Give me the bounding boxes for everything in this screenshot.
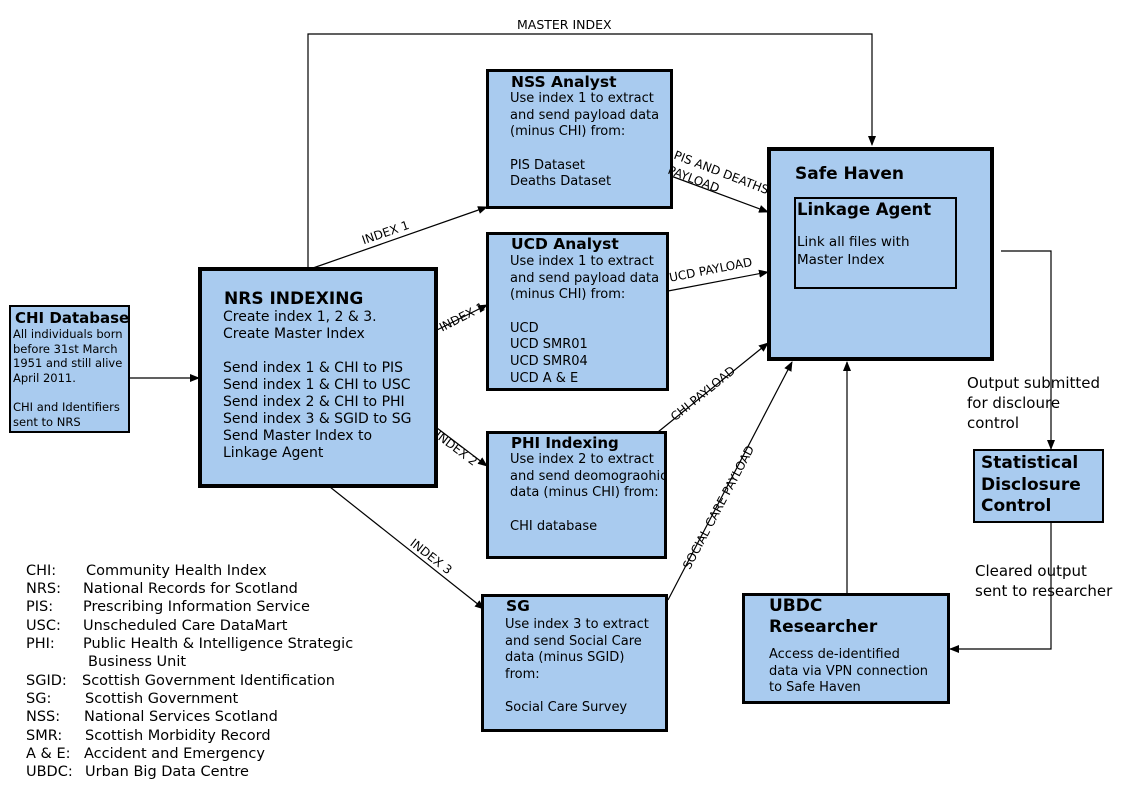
safe-haven-title: Safe Haven <box>795 164 904 184</box>
ubdc-researcher-text: Access de-identified data via VPN connec… <box>769 647 929 696</box>
sdc-title: Statistical Disclosure Control <box>981 453 1081 516</box>
sg-box: SG Use index 3 to extract and send Socia… <box>481 594 668 732</box>
glossary-row: A & E:Accident and Emergency <box>26 746 265 762</box>
ubdc-researcher-title: UBDC Researcher <box>769 596 878 637</box>
glossary-row: PIS:Prescribing Information Service <box>26 599 310 615</box>
chi-database-text: All individuals born before 31st March 1… <box>13 327 123 429</box>
linkage-agent-title: Linkage Agent <box>797 200 932 219</box>
arrow-index3-sg <box>329 486 485 610</box>
safe-haven-box: Safe Haven Linkage Agent Link all files … <box>767 147 994 361</box>
phi-indexing-text: Use index 2 to extract and send deomogra… <box>510 452 668 534</box>
chi-database-title: CHI Database <box>15 309 130 327</box>
glossary-row: NRS:National Records for Scotland <box>26 581 298 597</box>
social-care-payload-label: SOCIAL CARE PAYLOAD <box>680 443 758 572</box>
ucd-analyst-title: UCD Analyst <box>511 235 619 253</box>
sg-text: Use index 3 to extract and send Social C… <box>505 617 649 716</box>
glossary-row: USC:Unscheduled Care DataMart <box>26 618 288 634</box>
nrs-indexing-text: Create index 1, 2 & 3. Create Master Ind… <box>223 309 412 461</box>
linkage-agent-box: Linkage Agent Link all files with Master… <box>794 197 957 289</box>
linkage-agent-text: Link all files with Master Index <box>797 234 910 268</box>
cleared-output-note: Cleared output sent to researcher <box>975 562 1113 600</box>
output-submitted-note: Output submitted for discloure control <box>967 374 1101 432</box>
ubdc-researcher-box: UBDC Researcher Access de-identified dat… <box>742 593 950 704</box>
glossary-row: PHI:Public Health & Intelligence Strateg… <box>26 636 354 652</box>
ucd-analyst-text: Use index 1 to extract and send payload … <box>510 254 660 386</box>
sdc-box: Statistical Disclosure Control <box>973 449 1104 523</box>
glossary-row: SMR:Scottish Morbidity Record <box>26 728 271 744</box>
index1-nss-label: INDEX 1 <box>360 218 411 248</box>
nrs-indexing-title: NRS INDEXING <box>224 289 364 309</box>
index1-ucd-label: INDEX 1 <box>437 299 488 335</box>
glossary-row: CHI:Community Health Index <box>26 563 267 579</box>
master-index-label: MASTER INDEX <box>517 17 612 32</box>
ucd-payload-label: UCD PAYLOAD <box>668 254 754 285</box>
arrow-index1-nss <box>312 206 488 269</box>
glossary-row: SG:Scottish Government <box>26 691 239 707</box>
nss-analyst-box: NSS Analyst Use index 1 to extract and s… <box>486 69 673 209</box>
ucd-analyst-box: UCD Analyst Use index 1 to extract and s… <box>486 232 669 391</box>
sg-title: SG <box>506 597 530 615</box>
glossary-row: SGID:Scottish Government Identification <box>26 673 335 689</box>
index2-label: INDEX 2 <box>432 428 481 469</box>
chi-payload-label: CHI PAYLOAD <box>668 363 739 424</box>
phi-indexing-title: PHI Indexing <box>511 434 619 452</box>
phi-indexing-box: PHI Indexing Use index 2 to extract and … <box>486 431 667 559</box>
glossary-row: NSS:National Services Scotland <box>26 709 278 725</box>
nss-analyst-text: Use index 1 to extract and send payload … <box>510 91 660 190</box>
glossary-row: UBDC:Urban Big Data Centre <box>26 764 249 780</box>
index3-label: INDEX 3 <box>407 536 455 578</box>
glossary-row: Business Unit <box>88 654 187 670</box>
nrs-indexing-box: NRS INDEXING Create index 1, 2 & 3. Crea… <box>198 267 438 488</box>
chi-database-box: CHI Database All individuals born before… <box>9 305 130 433</box>
nss-analyst-title: NSS Analyst <box>511 73 617 91</box>
